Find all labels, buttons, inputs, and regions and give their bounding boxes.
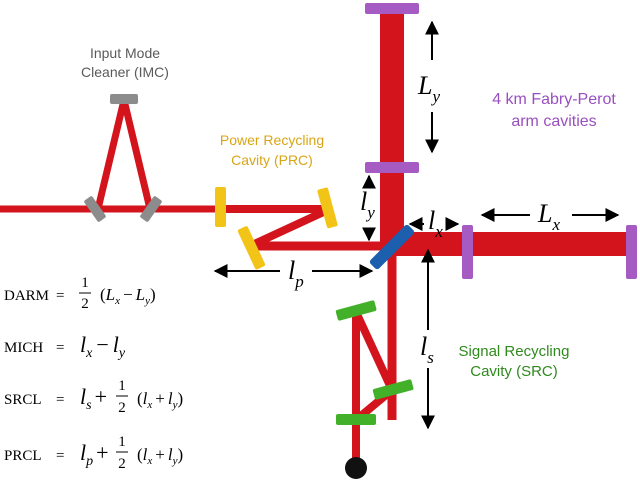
darm-den: 2	[81, 296, 89, 312]
prc-input-mirror	[215, 187, 226, 227]
darm-num: 1	[81, 275, 89, 291]
y-input-mirror	[365, 162, 419, 173]
prc-label-line1: Power Recycling	[220, 132, 324, 148]
imc-left-mirror	[84, 196, 106, 222]
imc-label-line2: Cleaner (IMC)	[81, 64, 169, 80]
prcl-lhs: PRCL	[4, 448, 42, 464]
imc-beam-left	[94, 99, 128, 210]
srcl-den: 2	[118, 400, 126, 416]
symbol-Lx: Lx	[537, 199, 560, 234]
prcl-eq: =	[56, 448, 64, 464]
y-end-mirror	[365, 3, 419, 14]
imc-label-line1: Input Mode	[90, 45, 160, 61]
mich-expr: lx−ly	[80, 332, 126, 361]
dimension-arrows	[213, 20, 620, 430]
beamsplitter	[369, 224, 415, 270]
mich-eq: =	[56, 340, 64, 356]
imc-beam-right	[120, 99, 154, 210]
symbol-ly: ly	[360, 187, 375, 222]
mirrors	[84, 3, 637, 425]
prcl-num: 1	[118, 434, 126, 450]
darm-expr: (Lx−Ly)	[100, 285, 156, 307]
darm-lhs: DARM	[4, 288, 49, 304]
equation-srcl: SRCL = ls+ 1 2 (lx+ly)	[4, 378, 183, 416]
darm-eq: =	[56, 288, 64, 304]
equation-prcl: PRCL = lp+ 1 2 (lx+ly)	[4, 434, 183, 472]
arm-label-line2: arm cavities	[511, 113, 596, 130]
srcl-term: ls+	[80, 384, 107, 413]
x-input-mirror	[462, 225, 473, 279]
imc-right-mirror	[140, 196, 162, 222]
photodetector	[345, 457, 367, 479]
src-lower-mirror	[372, 379, 414, 400]
symbol-Ly: Ly	[417, 71, 440, 106]
prcl-expr: (lx+ly)	[137, 445, 183, 467]
prc-beam-diagonal	[248, 205, 332, 250]
equation-mich: MICH = lx−ly	[4, 332, 126, 361]
mich-lhs: MICH	[4, 340, 43, 356]
symbol-lx: lx	[428, 206, 443, 241]
src-label-line2: Cavity (SRC)	[470, 363, 558, 380]
imc-top-mirror	[110, 94, 138, 104]
symbol-ls: ls	[420, 332, 434, 367]
src-output-mirror	[336, 414, 376, 425]
src-label-line1: Signal Recycling	[459, 343, 570, 360]
prc-folding-mirror-top	[317, 187, 338, 229]
prcl-term: lp+	[80, 440, 109, 469]
x-end-mirror	[626, 225, 637, 279]
prc-label-line2: Cavity (PRC)	[231, 152, 313, 168]
symbol-lp: lp	[288, 256, 304, 291]
prcl-den: 2	[118, 456, 126, 472]
prc-folding-mirror-bottom	[237, 226, 266, 270]
srcl-num: 1	[118, 378, 126, 394]
src-beam-upper	[352, 310, 396, 392]
srcl-lhs: SRCL	[4, 392, 42, 408]
equation-darm: DARM = 1 2 (Lx−Ly)	[4, 275, 156, 312]
srcl-eq: =	[56, 392, 64, 408]
srcl-expr: (lx+ly)	[137, 389, 183, 411]
src-upper-mirror	[335, 300, 377, 321]
arm-label-line1: 4 km Fabry-Perot	[492, 91, 616, 108]
